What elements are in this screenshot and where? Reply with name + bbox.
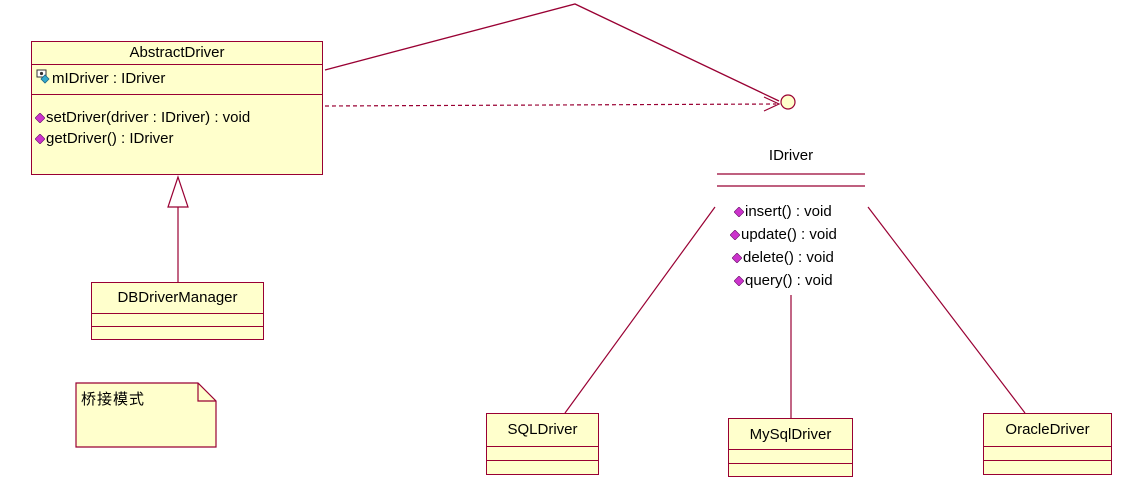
class-sqldriver[interactable]: SQLDriver xyxy=(486,413,599,475)
attribute-row: mIDriver : IDriver xyxy=(32,68,322,89)
attributes-compartment: mIDriver : IDriver xyxy=(32,64,322,94)
interface-idriver-name[interactable]: IDriver xyxy=(768,147,814,164)
realization-line xyxy=(324,3,780,102)
interface-idriver-operations: insert() : void update() : void delete()… xyxy=(728,200,878,292)
interface-lollipop xyxy=(780,94,796,110)
public-operation-icon xyxy=(729,224,741,247)
operations-compartment xyxy=(487,460,598,461)
operation-row: delete() : void xyxy=(728,246,878,269)
operation-text: setDriver(driver : IDriver) : void xyxy=(46,109,251,126)
operation-row: getDriver() : IDriver xyxy=(32,128,322,149)
operation-row: update() : void xyxy=(728,223,878,246)
operations-compartment xyxy=(92,326,263,327)
attributes-compartment xyxy=(729,449,852,463)
operation-text: delete() : void xyxy=(743,249,834,266)
operation-row: setDriver(driver : IDriver) : void xyxy=(32,107,322,128)
attribute-text: mIDriver : IDriver xyxy=(52,70,166,87)
class-name: MySqlDriver xyxy=(749,426,832,443)
dependency-arrow xyxy=(324,103,777,107)
public-operation-icon xyxy=(731,247,743,270)
generalization-triangle xyxy=(167,175,189,208)
attributes-compartment xyxy=(487,446,598,460)
class-name: DBDriverManager xyxy=(117,289,238,306)
public-operation-icon xyxy=(733,201,745,224)
public-operation-icon xyxy=(733,270,745,293)
operation-text: getDriver() : IDriver xyxy=(46,130,174,147)
class-oracledriver[interactable]: OracleDriver xyxy=(983,413,1112,475)
link-oracledriver xyxy=(867,206,1026,414)
class-abstractdriver[interactable]: AbstractDriver mIDriver : IDriver setDri… xyxy=(31,41,323,175)
class-mysqldriver[interactable]: MySqlDriver xyxy=(728,418,853,477)
operation-row: insert() : void xyxy=(728,200,878,223)
note-fold xyxy=(197,383,216,402)
operation-row: query() : void xyxy=(728,269,878,292)
operation-text: update() : void xyxy=(741,226,837,243)
operations-compartment xyxy=(984,460,1111,461)
dependency-arrowhead xyxy=(763,96,781,112)
class-name: SQLDriver xyxy=(507,421,578,438)
operations-compartment: setDriver(driver : IDriver) : void getDr… xyxy=(32,94,322,149)
link-sqldriver xyxy=(564,206,716,414)
class-name: AbstractDriver xyxy=(129,44,225,61)
class-name: OracleDriver xyxy=(1005,421,1090,438)
public-operation-icon xyxy=(34,129,46,150)
class-dbdrivermanager[interactable]: DBDriverManager xyxy=(91,282,264,340)
operations-compartment xyxy=(729,463,852,464)
attributes-compartment xyxy=(984,446,1111,460)
note-shape xyxy=(75,382,217,448)
operation-text: insert() : void xyxy=(745,203,832,220)
note-text: 桥接模式 xyxy=(81,391,146,408)
operation-text: query() : void xyxy=(745,272,833,289)
protected-attribute-icon xyxy=(35,68,51,90)
public-operation-icon xyxy=(34,108,46,129)
attributes-compartment xyxy=(92,313,263,326)
